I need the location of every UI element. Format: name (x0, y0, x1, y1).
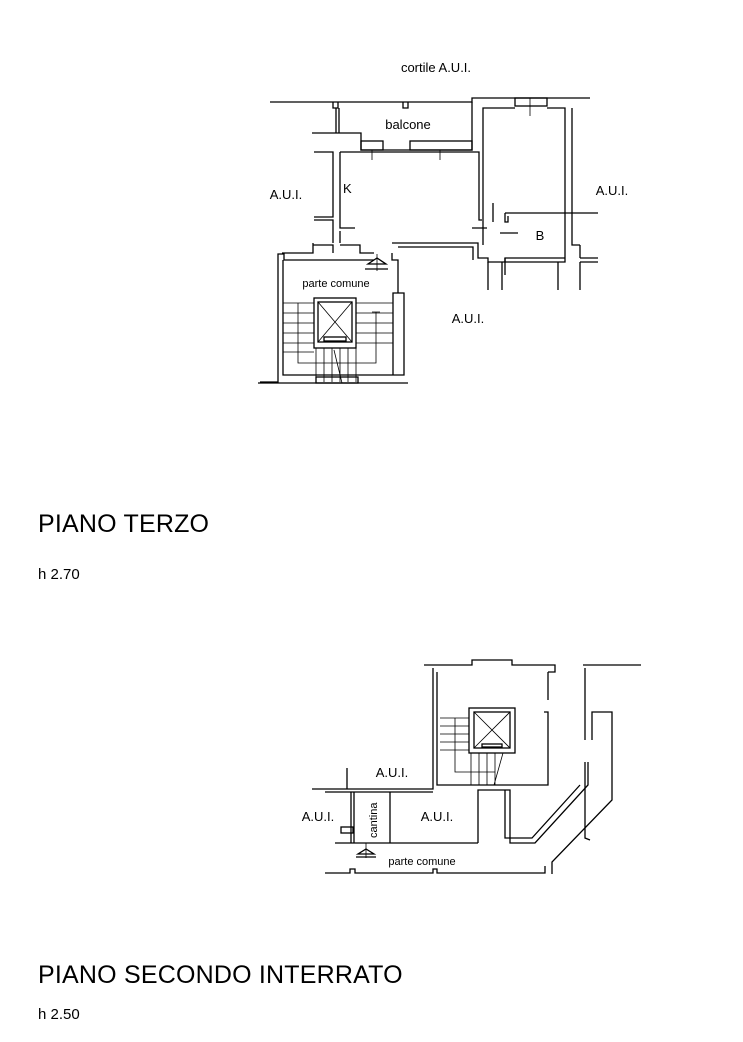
second-basement-height: h 2.50 (38, 1006, 80, 1023)
bathroom-label: B (536, 228, 545, 243)
kitchen-label: K (343, 181, 352, 196)
courtyard-label: cortile A.U.I. (401, 60, 471, 75)
aui-bottom-label: A.U.I. (452, 311, 485, 326)
second-basement-title: PIANO SECONDO INTERRATO (38, 961, 403, 989)
third-floor-plan: cortile A.U.I. balcone K A.U.I. A.U.I. B… (258, 60, 629, 384)
common-area-label: parte comune (302, 278, 369, 290)
third-floor-height: h 2.70 (38, 566, 80, 583)
third-floor-title: PIANO TERZO (38, 510, 210, 538)
aui-right-label: A.U.I. (596, 183, 629, 198)
aui-right-label: A.U.I. (421, 809, 454, 824)
second-basement-plan: A.U.I. A.U.I. cantina A.U.I. parte comun… (302, 659, 641, 874)
aui-left-label: A.U.I. (302, 809, 335, 824)
cellar-label: cantina (368, 802, 380, 838)
balcony-label: balcone (385, 117, 431, 132)
aui-top-label: A.U.I. (376, 765, 409, 780)
aui-left-label: A.U.I. (270, 187, 303, 202)
common-area-label: parte comune (388, 856, 455, 868)
